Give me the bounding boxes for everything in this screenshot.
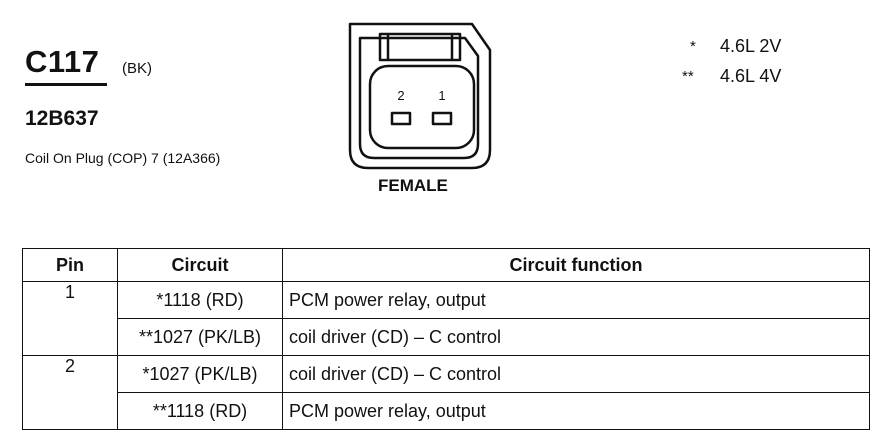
legend-text: 4.6L 4V	[720, 66, 782, 86]
function-cell: PCM power relay, output	[282, 392, 870, 430]
connector-id-underline	[25, 83, 107, 86]
circuit-cell: **1027 (PK/LB)	[117, 318, 283, 356]
part-number: 12B637	[25, 107, 99, 130]
pin-label-1: 1	[438, 88, 445, 103]
view-label: FEMALE	[378, 176, 448, 195]
terminal-slot-2	[390, 111, 412, 126]
legend-text: 4.6L 2V	[720, 36, 782, 56]
connector-face	[368, 64, 476, 150]
function-cell: PCM power relay, output	[282, 281, 870, 319]
table-row: 2 *1027 (PK/LB) coil driver (CD) – C con…	[22, 355, 870, 430]
pin-label-2: 2	[397, 88, 404, 103]
column-header-pin: Pin	[22, 248, 118, 282]
legend-marker: *	[690, 38, 696, 55]
pin-cell: 2	[22, 355, 118, 430]
circuit-cell: *1118 (RD)	[117, 281, 283, 319]
legend-marker: **	[682, 68, 694, 85]
connector-latch	[378, 32, 462, 62]
connector-latch-lines	[386, 34, 454, 60]
pin-table: Pin Circuit Circuit function 1 *1118 (RD…	[22, 248, 870, 430]
circuit-cell: **1118 (RD)	[117, 392, 283, 430]
table-header-row: Pin Circuit Circuit function	[22, 248, 870, 282]
column-header-function: Circuit function	[282, 248, 870, 282]
function-cell: coil driver (CD) – C control	[282, 318, 870, 356]
connector-inner-shell	[358, 36, 480, 160]
table-row: 1 *1118 (RD) PCM power relay, output	[22, 281, 870, 356]
column-header-circuit: Circuit	[117, 248, 283, 282]
connector-outer-shell	[348, 22, 492, 170]
connector-id: C117	[25, 44, 100, 79]
connector-description: Coil On Plug (COP) 7 (12A366)	[25, 150, 221, 166]
table-row: **1027 (PK/LB) coil driver (CD) – C cont…	[23, 318, 870, 356]
table-row: **1118 (RD) PCM power relay, output	[23, 392, 870, 430]
terminal-slot-1	[431, 111, 453, 126]
circuit-cell: *1027 (PK/LB)	[117, 355, 283, 393]
function-cell: coil driver (CD) – C control	[282, 355, 870, 393]
color-code: (BK)	[122, 60, 152, 77]
connector-face-diagram: 2 1	[348, 22, 492, 170]
pin-cell: 1	[22, 281, 118, 356]
